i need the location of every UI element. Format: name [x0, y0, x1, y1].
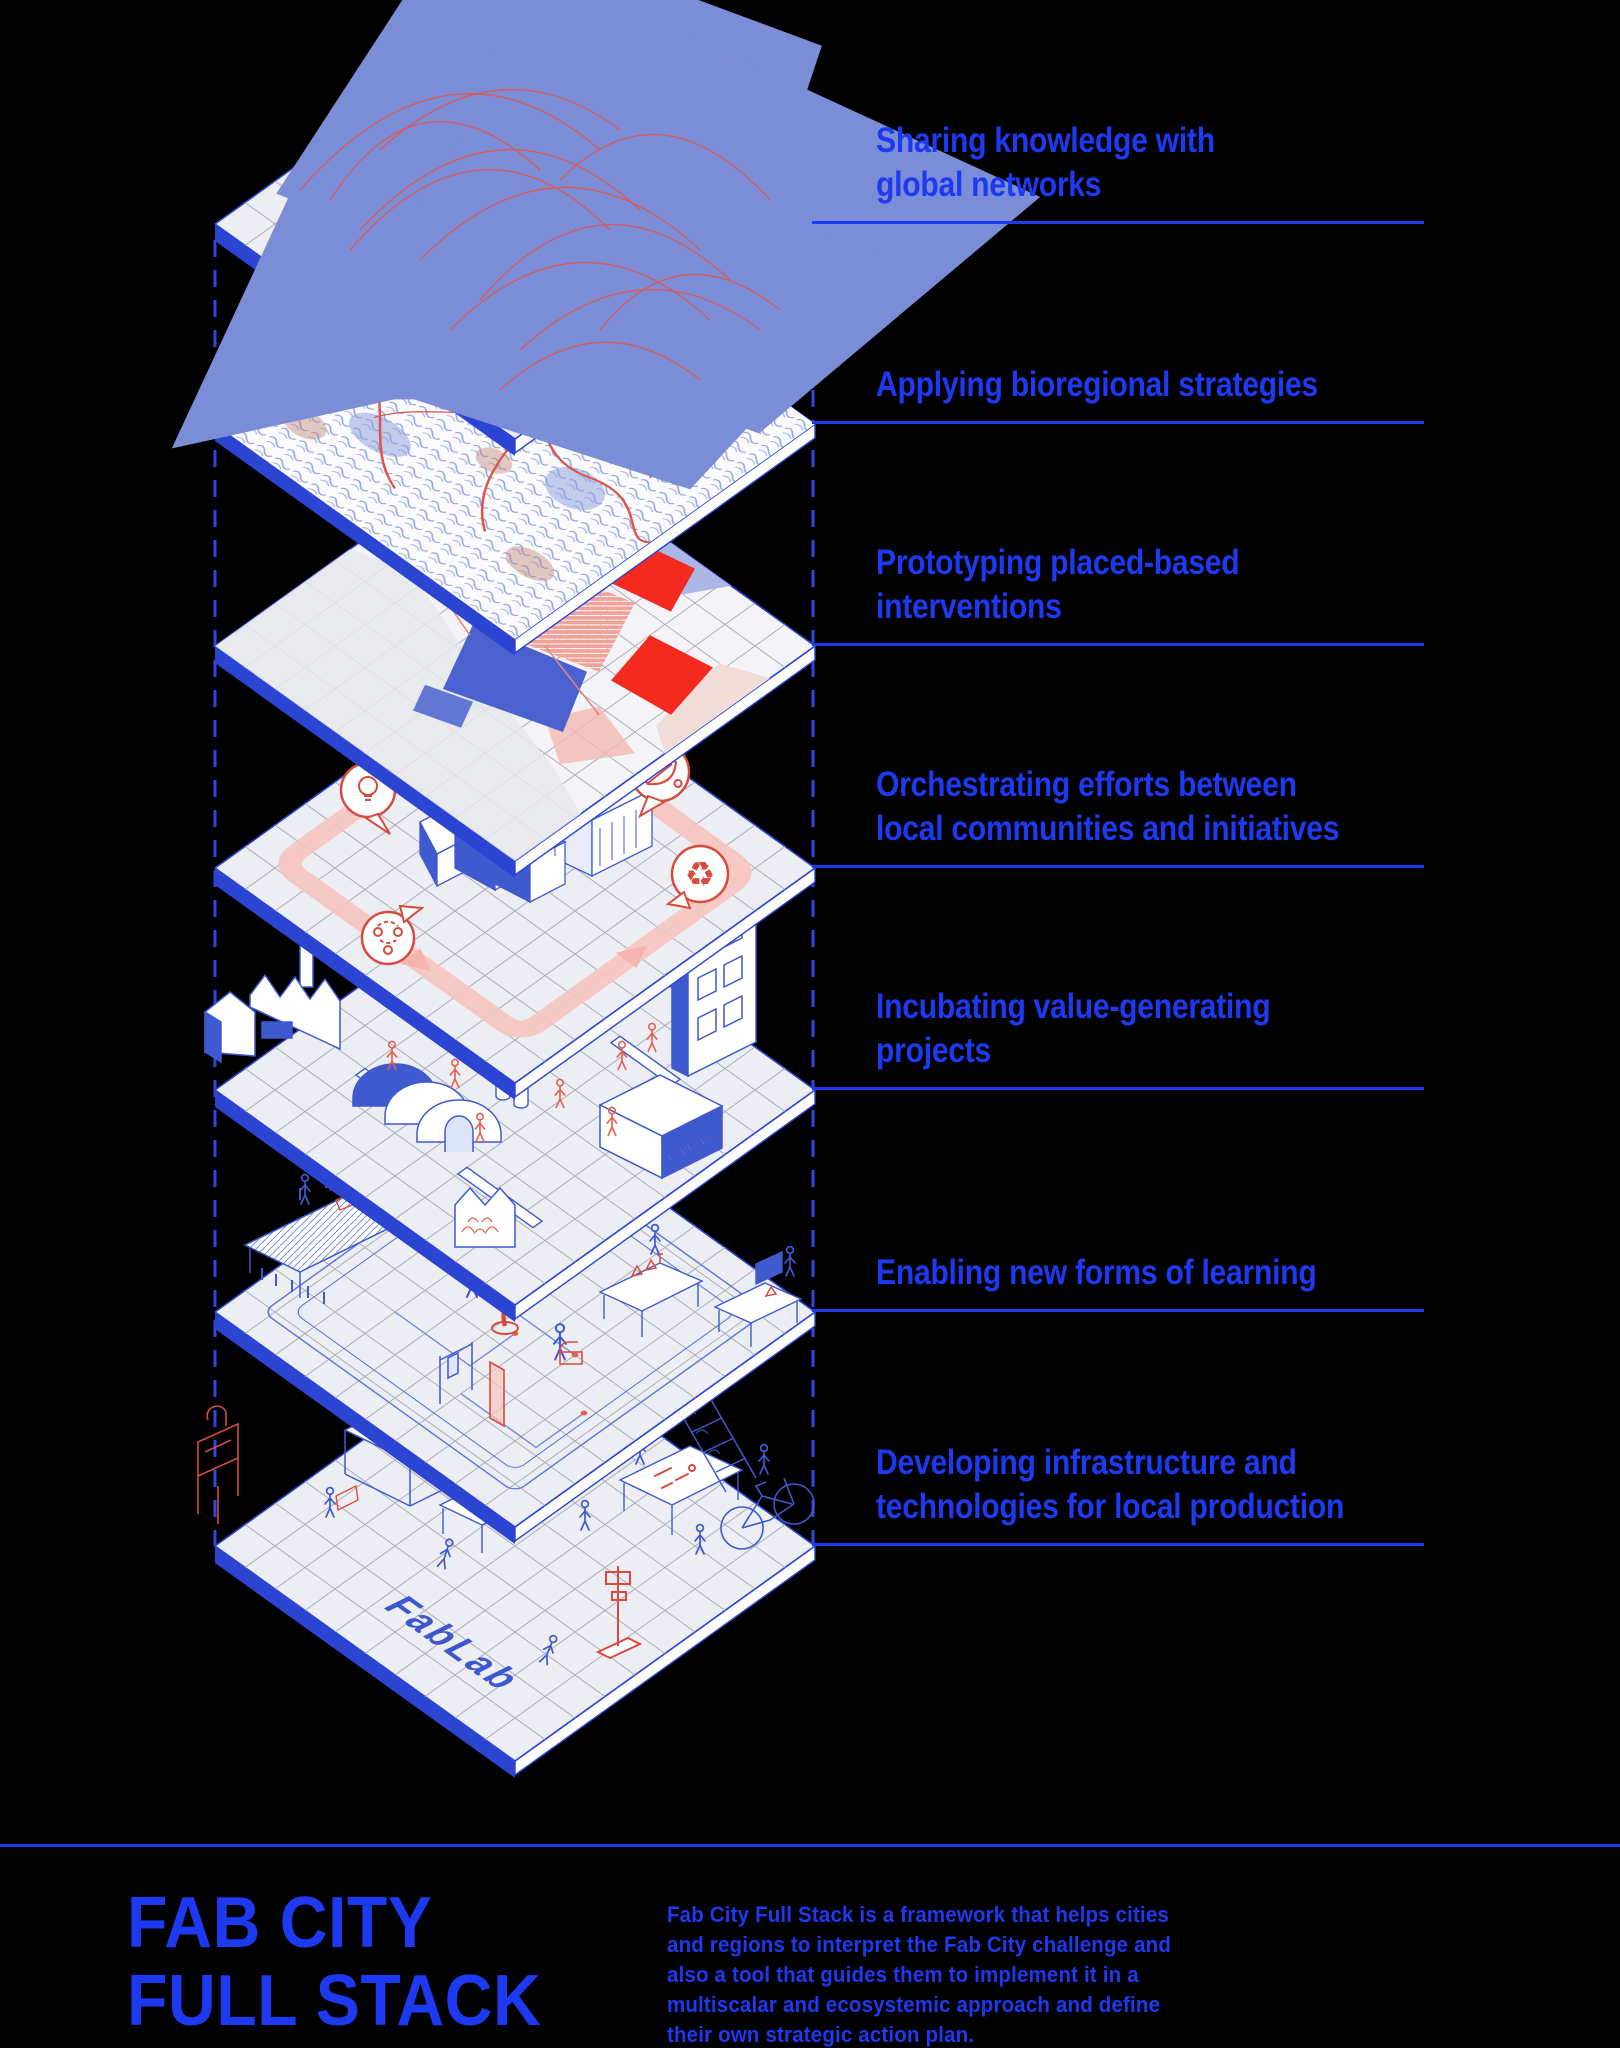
network-arcs [299, 88, 781, 391]
label-place-based: Prototyping placed-based interventions [812, 541, 1424, 646]
stack-illustration: FabLab [0, 0, 1041, 1820]
label-text: Developing infrastructure and technologi… [876, 1443, 1345, 1526]
community-icon [360, 904, 425, 966]
label-text: Prototyping placed-based interventions [876, 543, 1240, 626]
recycle-icon: ♻ [665, 844, 730, 910]
label-learning: Enabling new forms of learning [812, 1251, 1424, 1312]
label-bioregional: Applying bioregional strategies [812, 363, 1424, 424]
label-text: Orchestrating efforts between local comm… [876, 765, 1340, 848]
poster-title: FAB CITY FULL STACK [127, 1883, 542, 2041]
footer-divider [0, 1844, 1620, 1847]
svg-text:♻: ♻ [685, 855, 715, 895]
label-text: Sharing knowledge with global networks [876, 121, 1215, 204]
label-infrastructure: Developing infrastructure and technologi… [812, 1441, 1424, 1546]
label-orchestrating: Orchestrating efforts between local comm… [812, 763, 1424, 868]
label-global-networks: Sharing knowledge with global networks [812, 119, 1424, 224]
label-text: Incubating value-generating projects [876, 987, 1271, 1070]
label-text: Applying bioregional strategies [876, 365, 1318, 404]
label-text: Enabling new forms of learning [876, 1253, 1317, 1292]
poster-description: Fab City Full Stack is a framework that … [667, 1902, 1172, 2047]
layer-global-networks-illustration [215, 0, 1041, 456]
label-incubating: Incubating value-generating projects [812, 985, 1424, 1090]
